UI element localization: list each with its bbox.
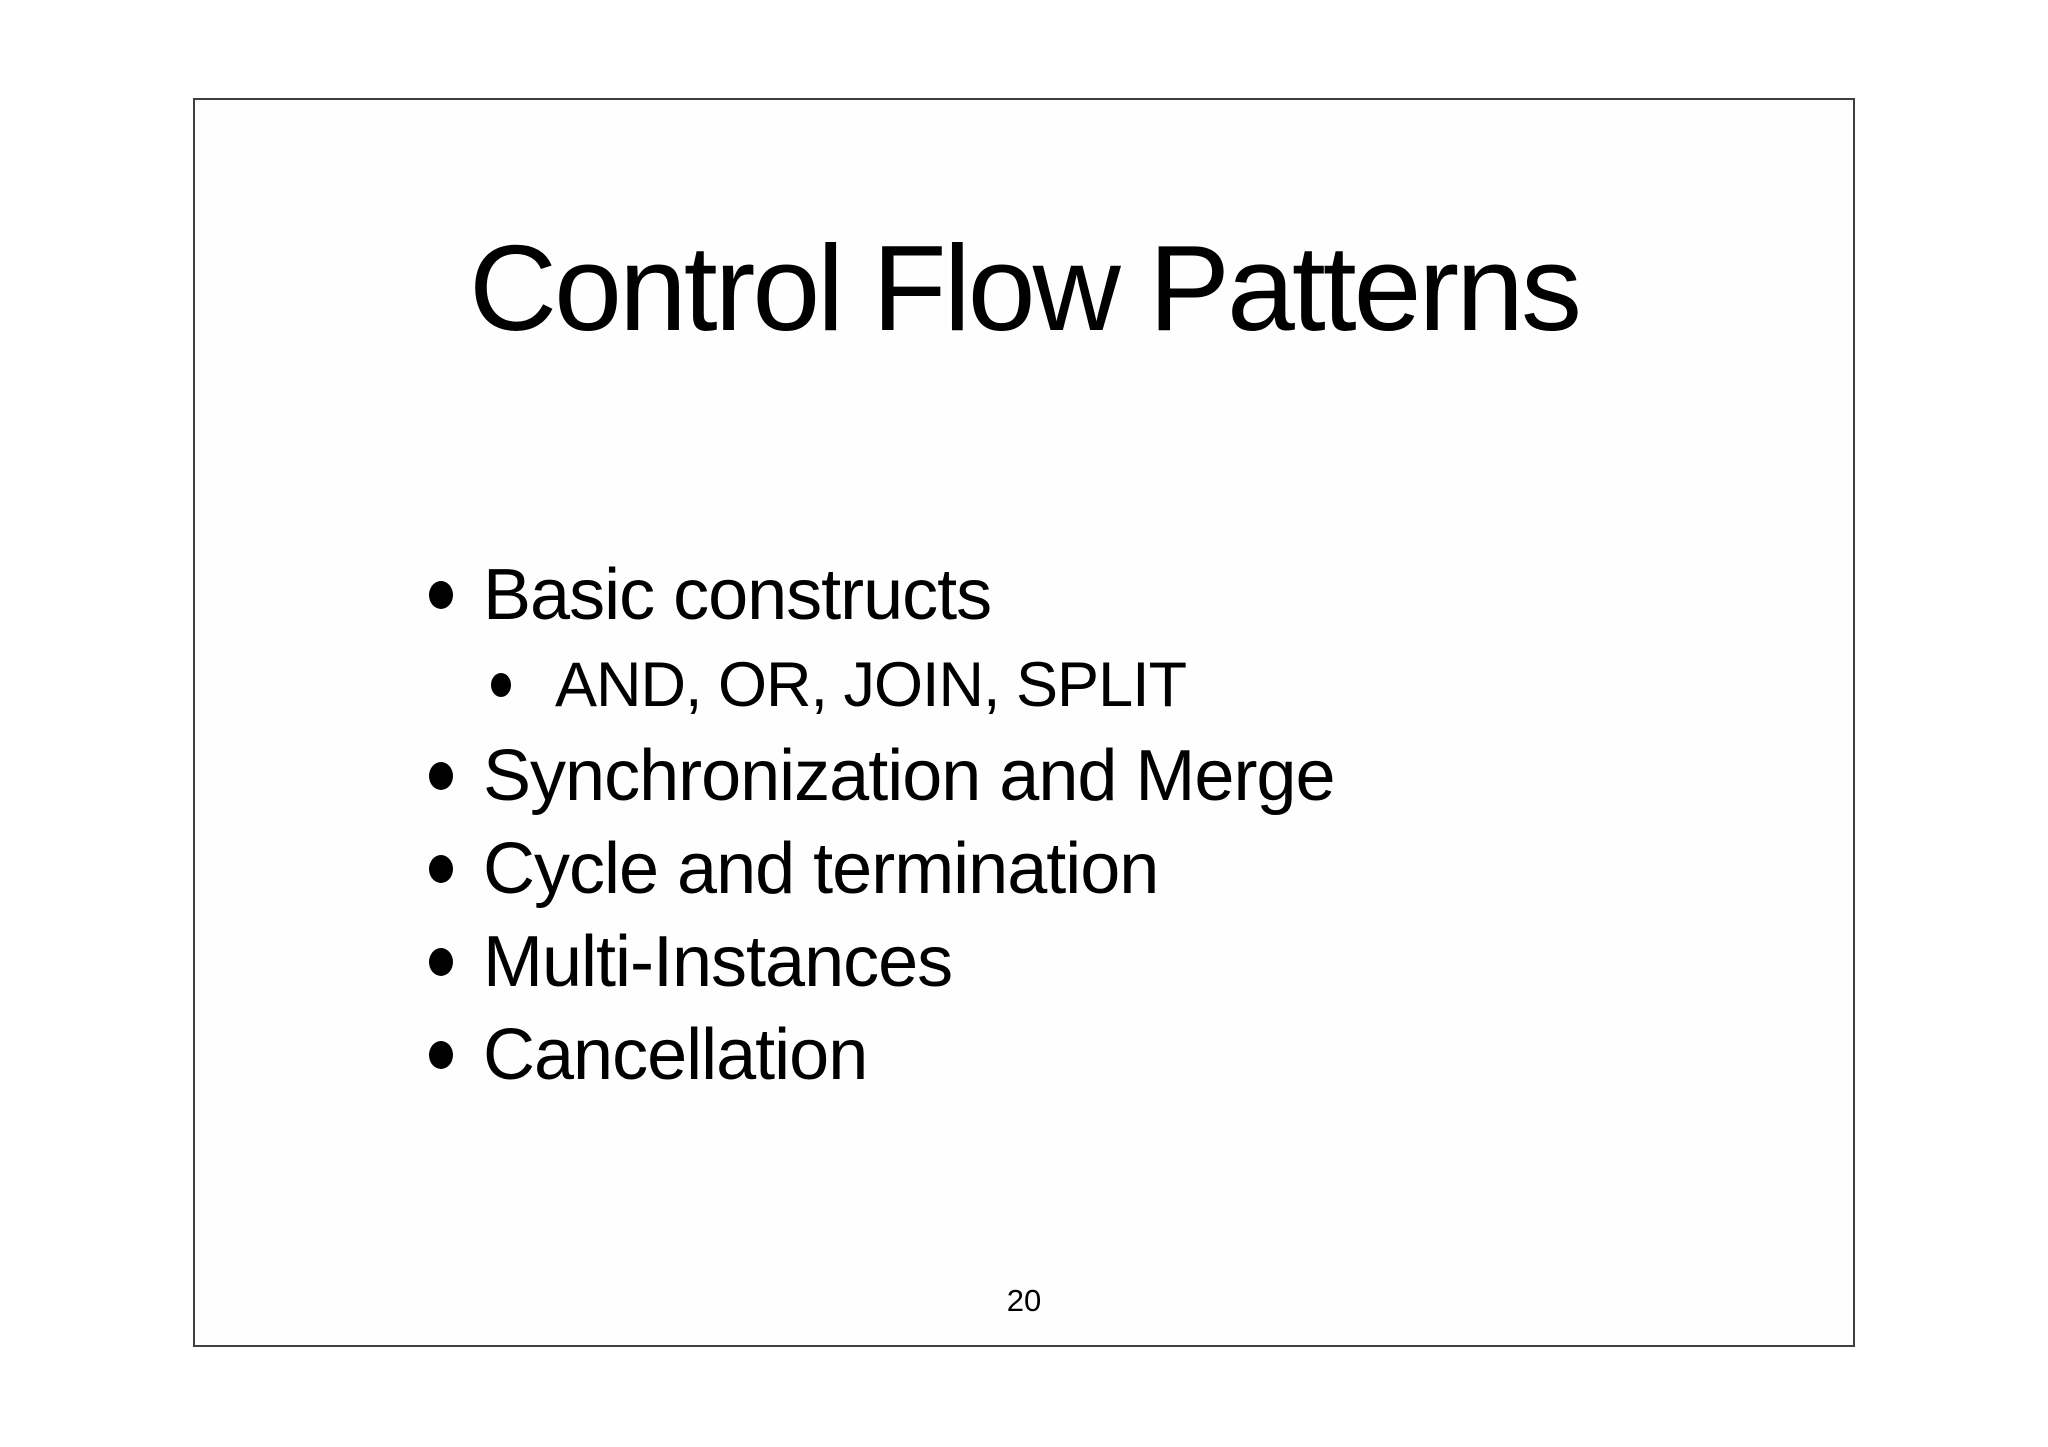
bullet-list: Basic constructs AND, OR, JOIN, SPLIT Sy… (429, 548, 1336, 1101)
bullet-text: Synchronization and Merge (483, 735, 1336, 816)
bullet-icon (429, 580, 453, 609)
bullet-item: Basic constructs (429, 548, 1335, 641)
bullet-text: AND, OR, JOIN, SPLIT (555, 650, 1187, 720)
slide-title: Control Flow Patterns (469, 220, 1582, 356)
bullet-text: Multi-Instances (483, 921, 953, 1002)
bullet-item: Cycle and termination (429, 822, 1335, 915)
bullet-icon (429, 1040, 453, 1069)
bullet-item: Multi-Instances (429, 915, 1335, 1008)
page-number: 20 (1006, 1283, 1042, 1318)
bullet-icon (429, 761, 453, 790)
bullet-text: Cycle and termination (483, 828, 1159, 909)
slide: Control Flow Patterns Basic constructs A… (193, 98, 1855, 1347)
bullet-item: Cancellation (429, 1008, 1335, 1101)
bullet-sub-item: AND, OR, JOIN, SPLIT (491, 641, 1335, 729)
bullet-text: Basic constructs (483, 554, 992, 635)
bullet-item: Synchronization and Merge (429, 729, 1336, 822)
bullet-icon (491, 673, 511, 697)
bullet-icon (429, 854, 453, 883)
bullet-icon (429, 947, 453, 976)
bullet-text: Cancellation (483, 1014, 868, 1095)
